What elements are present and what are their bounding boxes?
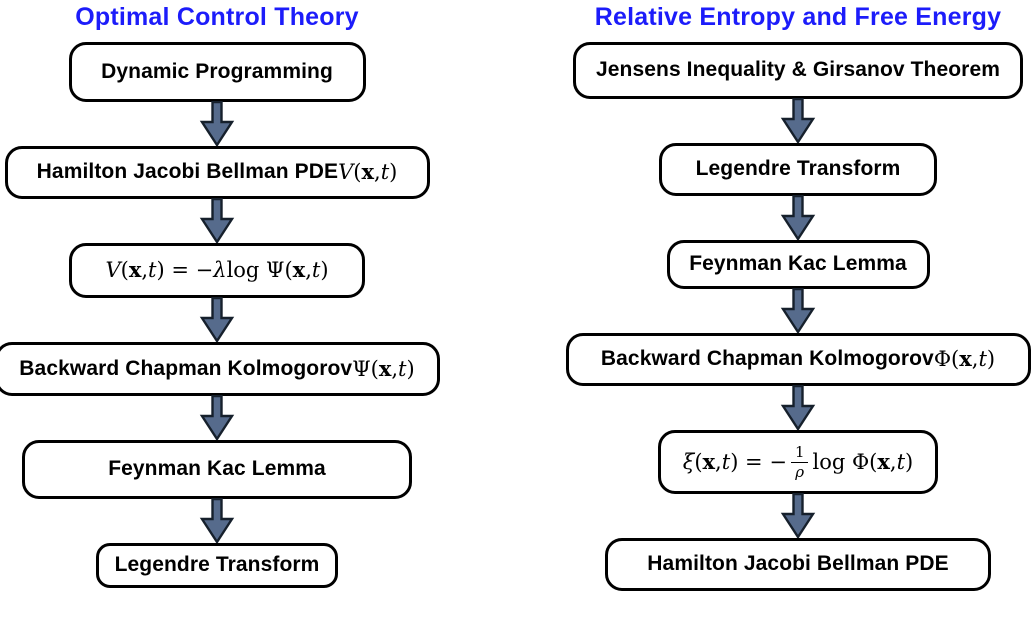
box-text-segment: Hamilton Jacobi Bellman PDE xyxy=(36,160,339,184)
box-text-segment: log Φ( xyxy=(812,449,878,474)
box-text-segment: Jensens Inequality & Girsanov Theorem xyxy=(596,58,1000,82)
box-text-segment: log Ψ( xyxy=(226,258,293,283)
box-text-segment: ξ xyxy=(682,449,695,474)
arrow-down-icon xyxy=(199,297,235,343)
arrow-down-icon xyxy=(199,101,235,147)
box-text-segment: Ψ( xyxy=(352,356,379,381)
flow-box: Dynamic Programming xyxy=(68,42,366,102)
box-text-segment: ) xyxy=(406,356,415,381)
box-text-segment: ) xyxy=(389,160,398,185)
box-text-segment: ( xyxy=(353,160,362,185)
box-text-segment: Dynamic Programming xyxy=(101,59,333,83)
box-text-segment: Feynman Kac Lemma xyxy=(108,457,326,481)
box-text-segment: Legendre Transform xyxy=(695,157,901,181)
box-text-segment: V xyxy=(338,160,354,185)
flow-box: Hamilton Jacobi Bellman PDE xyxy=(605,538,991,591)
arrow-down-icon xyxy=(780,98,816,144)
arrow-down-icon xyxy=(199,198,235,244)
box-text-segment: t xyxy=(148,258,157,283)
flow-box: Backward Chapman Kolmogorov Ψ(x, t) xyxy=(0,342,440,396)
box-text-segment: , xyxy=(141,258,149,283)
flow-box: Backward Chapman Kolmogorov Φ(x, t) xyxy=(565,333,1031,386)
arrow-down-icon xyxy=(780,195,816,241)
box-text-segment: ( xyxy=(120,258,129,283)
box-text-segment: x xyxy=(378,355,392,381)
flow-box: Legendre Transform xyxy=(659,143,937,196)
box-text-segment: ) = − xyxy=(730,449,787,474)
flow-box: Feynman Kac Lemma xyxy=(22,440,412,499)
flow-box: Legendre Transform xyxy=(95,543,339,588)
box-text-segment: t xyxy=(978,347,987,372)
box-text-segment: t xyxy=(896,449,906,474)
arrow-down-icon xyxy=(780,493,816,539)
box-text-segment: Hamilton Jacobi Bellman PDE xyxy=(647,552,949,576)
box-text-segment: x xyxy=(292,257,306,283)
optimal-control-column: Optimal Control Theory Dynamic Programmi… xyxy=(0,0,440,588)
arrow-down-icon xyxy=(780,288,816,334)
box-text-segment: λ xyxy=(213,258,227,283)
box-text-segment: Backward Chapman Kolmogorov xyxy=(19,356,353,380)
box-text-segment: ) xyxy=(320,258,329,283)
column-title-optimal-control: Optimal Control Theory xyxy=(75,3,359,31)
box-text-segment: ( xyxy=(694,449,703,474)
box-text-segment: Feynman Kac Lemma xyxy=(689,252,907,276)
arrow-down-icon xyxy=(780,385,816,431)
box-text-segment: ) xyxy=(986,347,996,372)
box-text-segment: V xyxy=(105,258,121,283)
box-text-segment: Legendre Transform xyxy=(114,553,320,577)
arrow-down-icon xyxy=(199,498,235,544)
box-text-segment: , xyxy=(374,160,381,185)
box-text-segment: , xyxy=(715,449,722,474)
flow-box: Feynman Kac Lemma xyxy=(666,240,930,289)
box-text-segment: t xyxy=(398,356,407,381)
box-text-segment: , xyxy=(305,258,312,283)
box-text-segment: x xyxy=(877,448,890,474)
box-text-segment: Φ( xyxy=(933,347,960,372)
box-text-segment: x xyxy=(361,159,374,185)
box-text-segment: ) = − xyxy=(156,258,214,283)
box-text-segment: , xyxy=(971,347,979,372)
flow-box: Hamilton Jacobi Bellman PDE V(x, t) xyxy=(4,146,430,199)
box-text-segment: Backward Chapman Kolmogorov xyxy=(600,347,934,371)
relative-entropy-column: Relative Entropy and Free Energy Jensens… xyxy=(565,0,1031,591)
box-text-segment: t xyxy=(380,160,390,185)
box-text-segment: x xyxy=(128,257,142,283)
box-text-segment: t xyxy=(721,449,731,474)
box-text-segment: t xyxy=(311,258,321,283)
box-text-segment: , xyxy=(391,356,399,381)
box-text-segment: , xyxy=(889,449,897,474)
flow-box: Jensens Inequality & Girsanov Theorem xyxy=(573,42,1023,99)
column-title-relative-entropy: Relative Entropy and Free Energy xyxy=(594,3,1002,31)
box-text-segment: x xyxy=(702,448,716,474)
arrow-down-icon xyxy=(199,395,235,441)
box-text-segment: ) xyxy=(905,449,914,474)
flow-box: V(x, t) = −λ log Ψ(x, t) xyxy=(69,243,365,298)
box-text-segment: x xyxy=(959,346,972,372)
